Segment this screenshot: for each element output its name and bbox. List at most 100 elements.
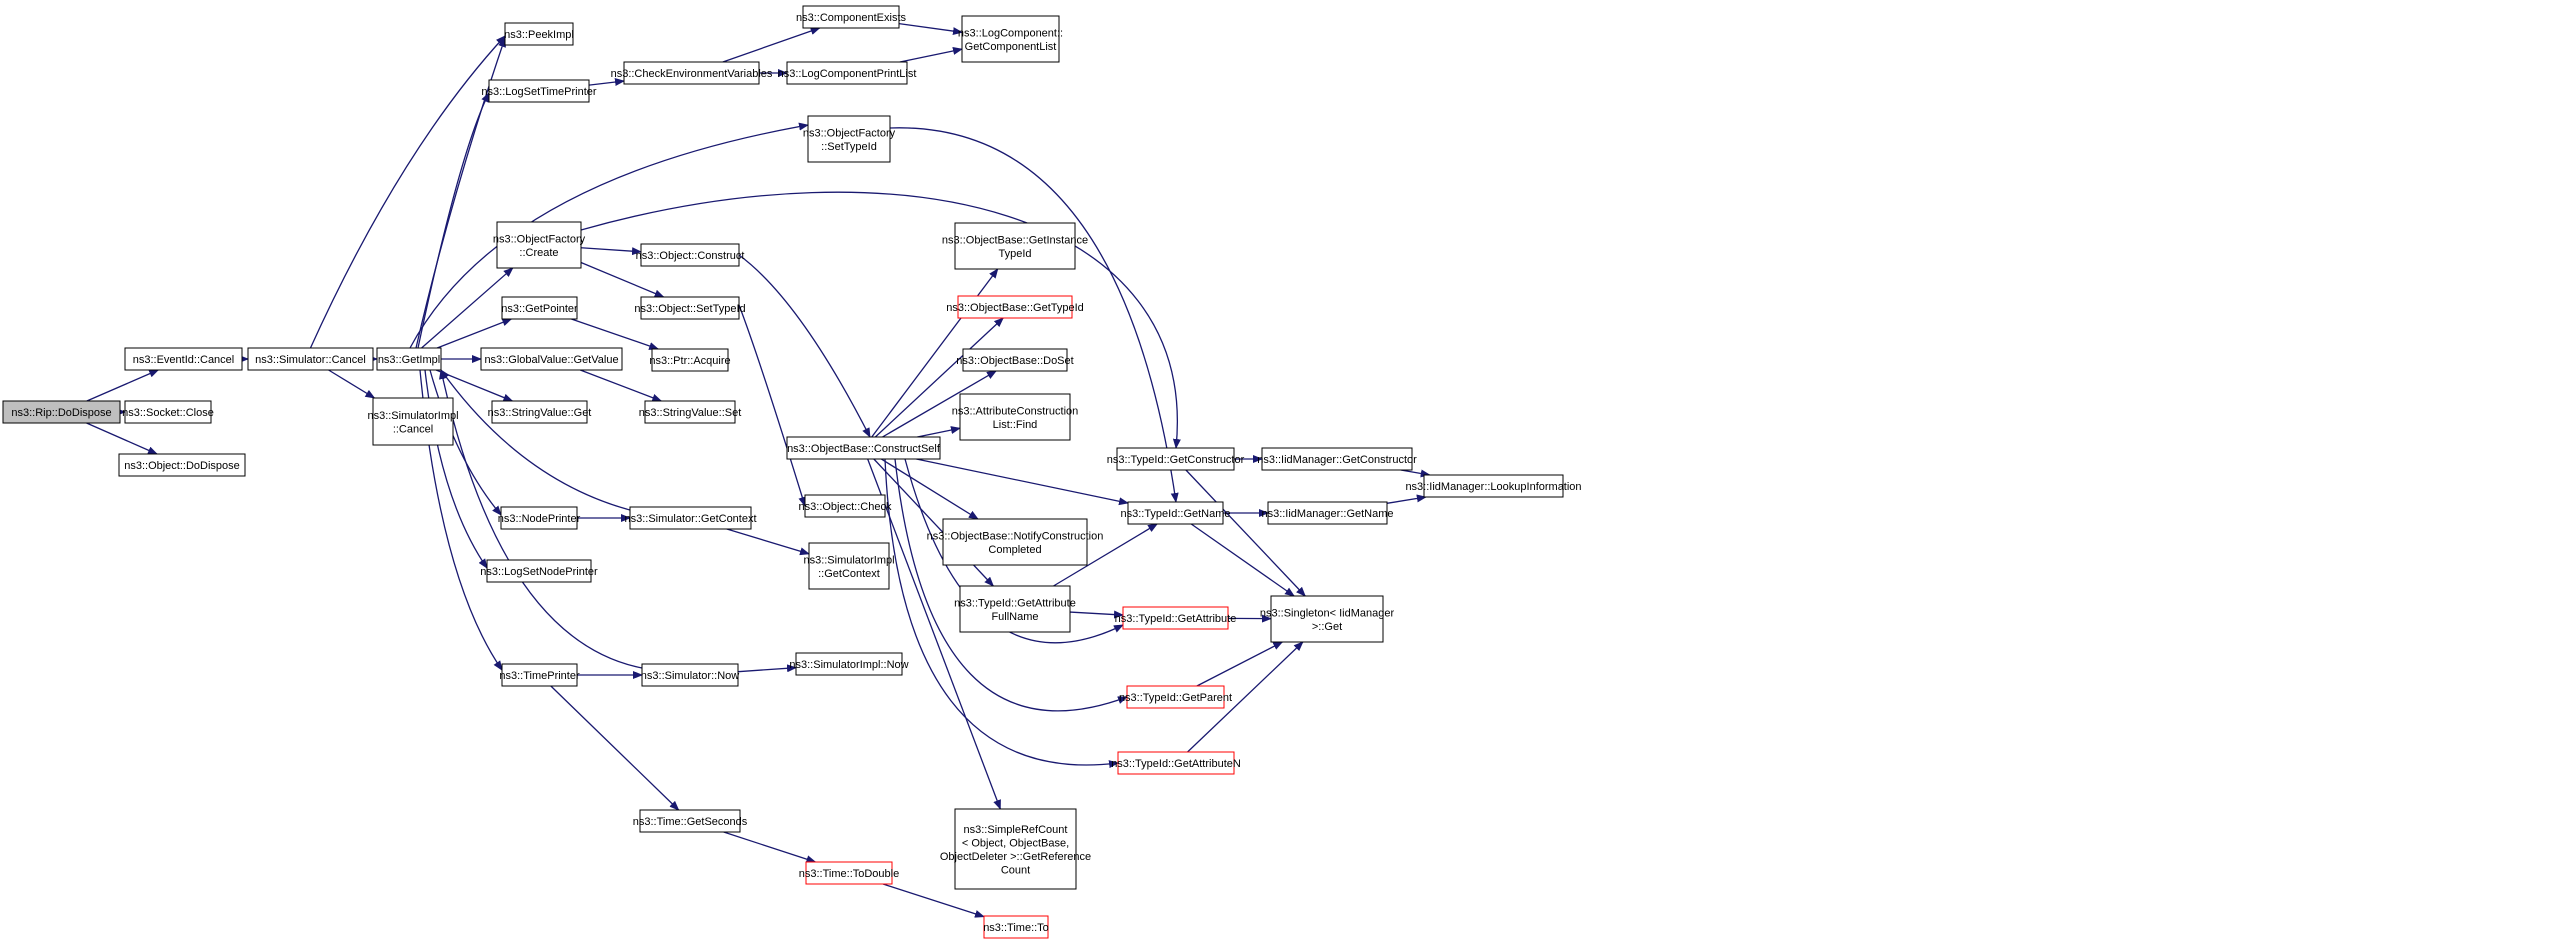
node-label: ns3::ObjectBase::NotifyConstruction bbox=[927, 530, 1104, 542]
node-ptr-acquire[interactable]: ns3::Ptr::Acquire bbox=[649, 348, 731, 372]
node-typeid-getname[interactable]: ns3::TypeId::GetName bbox=[1120, 501, 1231, 525]
node-objectbase-constructself[interactable]: ns3::ObjectBase::ConstructSelf bbox=[786, 436, 941, 460]
node-box bbox=[641, 663, 739, 687]
node-box bbox=[983, 915, 1049, 939]
node-box bbox=[247, 347, 374, 371]
node-label: ns3::Object::Check bbox=[799, 501, 892, 513]
node-object-settypeid[interactable]: ns3::Object::SetTypeId bbox=[634, 296, 746, 320]
node-label: ns3::ObjectBase::ConstructSelf bbox=[787, 443, 941, 455]
node-timeprinter[interactable]: ns3::TimePrinter bbox=[499, 663, 580, 687]
node-label: ns3::Object::SetTypeId bbox=[634, 303, 745, 315]
node-box bbox=[480, 347, 623, 371]
edge-getpointer-to-ptr_acquire bbox=[571, 318, 660, 350]
node-logsettimeprinter[interactable]: ns3::LogSetTimePrinter bbox=[481, 79, 597, 103]
node-label: ns3::TypeId::GetParent bbox=[1119, 692, 1232, 704]
node-simulator-getcontext[interactable]: ns3::Simulator::GetContext bbox=[624, 506, 757, 530]
node-objectbase-notifyconstructioncompleted[interactable]: ns3::ObjectBase::NotifyConstructionCompl… bbox=[927, 518, 1104, 566]
node-simulatorimpl-cancel[interactable]: ns3::SimulatorImpl::Cancel bbox=[367, 397, 459, 446]
node-label: ns3::Object::Construct bbox=[636, 250, 745, 262]
node-label: ns3::EventId::Cancel bbox=[133, 354, 235, 366]
node-objectfactory-settypeid[interactable]: ns3::ObjectFactory::SetTypeId bbox=[803, 115, 896, 163]
node-box bbox=[1126, 685, 1225, 709]
node-time-getseconds[interactable]: ns3::Time::GetSeconds bbox=[633, 809, 748, 833]
node-getimpl[interactable]: ns3::GetImpl bbox=[376, 347, 442, 371]
edge-object_settypeid-to-object_check bbox=[738, 304, 807, 507]
node-singleton-get[interactable]: ns3::Singleton< IidManager>::Get bbox=[1260, 595, 1395, 643]
node-box bbox=[1127, 501, 1224, 525]
node-time-todouble[interactable]: ns3::Time::ToDouble bbox=[799, 861, 899, 885]
node-objectbase-doset[interactable]: ns3::ObjectBase::DoSet bbox=[956, 348, 1074, 372]
node-getpointer[interactable]: ns3::GetPointer bbox=[501, 296, 578, 320]
edge-rip_dodispose-to-eventid_cancel bbox=[86, 369, 160, 402]
node-label: ns3::NodePrinter bbox=[498, 513, 581, 525]
node-box bbox=[786, 436, 941, 460]
node-peekimpl[interactable]: ns3::PeekImpl bbox=[504, 22, 574, 46]
node-logsetnodeprinter[interactable]: ns3::LogSetNodePrinter bbox=[480, 559, 598, 583]
node-nodeprinter[interactable]: ns3::NodePrinter bbox=[498, 506, 581, 530]
edge-objectbase_constructself-to-typeid_getparent bbox=[894, 458, 1128, 712]
node-iidmanager-getname[interactable]: ns3::IidManager::GetName bbox=[1261, 501, 1394, 525]
node-simplerefcount-getreferencecount[interactable]: ns3::SimpleRefCount< Object, ObjectBase,… bbox=[940, 808, 1091, 890]
node-componentexists[interactable]: ns3::ComponentExists bbox=[796, 5, 907, 29]
edge-object_construct-to-objectbase_constructself bbox=[738, 254, 871, 438]
node-label: ns3::ObjectBase::GetInstance bbox=[942, 234, 1088, 246]
node-simulator-now[interactable]: ns3::Simulator::Now bbox=[641, 663, 739, 687]
node-box bbox=[2, 400, 121, 424]
node-logcomponentprintlist[interactable]: ns3::LogComponentPrintList bbox=[778, 61, 917, 85]
edge-typeid_getattributen-to-singleton_get bbox=[1187, 641, 1304, 753]
node-label: ns3::GetImpl bbox=[378, 354, 440, 366]
edge-iidmanager_getconstructor-to-iidmanager_lookupinformation bbox=[1400, 469, 1431, 478]
node-typeid-getattributen[interactable]: ns3::TypeId::GetAttributeN bbox=[1111, 751, 1241, 775]
node-label: ::GetContext bbox=[818, 568, 880, 580]
node-typeid-getattribute[interactable]: ns3::TypeId::GetAttribute bbox=[1115, 606, 1237, 630]
node-object-construct[interactable]: ns3::Object::Construct bbox=[636, 243, 745, 267]
node-box bbox=[488, 79, 590, 103]
edge-time_getseconds-to-time_todouble bbox=[723, 831, 817, 864]
node-typeid-getparent[interactable]: ns3::TypeId::GetParent bbox=[1119, 685, 1232, 709]
node-box bbox=[954, 222, 1076, 270]
edge-getimpl-to-logsettimeprinter bbox=[417, 92, 490, 349]
node-stringvalue-get[interactable]: ns3::StringValue::Get bbox=[488, 400, 592, 424]
node-box bbox=[1117, 751, 1235, 775]
edge-typeid_getconstructor-to-singleton_get bbox=[1185, 469, 1306, 597]
node-label: ns3::LogSetTimePrinter bbox=[481, 86, 596, 98]
node-typeid-getconstructor[interactable]: ns3::TypeId::GetConstructor bbox=[1107, 447, 1245, 471]
node-rip-dodispose: ns3::Rip::DoDispose bbox=[2, 400, 121, 424]
node-iidmanager-lookupinformation[interactable]: ns3::IidManager::LookupInformation bbox=[1405, 474, 1582, 498]
edge-simulator_getcontext-to-getimpl bbox=[440, 369, 631, 511]
node-label: ns3::SimulatorImpl::Now bbox=[789, 659, 908, 671]
node-globalvalue-getvalue[interactable]: ns3::GlobalValue::GetValue bbox=[480, 347, 623, 371]
node-box bbox=[640, 296, 740, 320]
node-simulatorimpl-now[interactable]: ns3::SimulatorImpl::Now bbox=[789, 652, 909, 676]
edge-simulator_cancel-to-peekimpl bbox=[309, 35, 506, 350]
node-logcomponent-getcomponentlist[interactable]: ns3::LogComponent::GetComponentList bbox=[958, 15, 1063, 63]
node-object-check[interactable]: ns3::Object::Check bbox=[799, 494, 892, 518]
node-time-to[interactable]: ns3::Time::To bbox=[983, 915, 1049, 939]
node-label: ns3::Time::ToDouble bbox=[799, 868, 899, 880]
node-iidmanager-getconstructor[interactable]: ns3::IidManager::GetConstructor bbox=[1257, 447, 1417, 471]
node-eventid-cancel[interactable]: ns3::EventId::Cancel bbox=[124, 347, 243, 371]
node-label: ns3::PeekImpl bbox=[504, 29, 574, 41]
node-socket-close[interactable]: ns3::Socket::Close bbox=[122, 400, 214, 424]
edge-typeid_getattributefullname-to-typeid_getattribute bbox=[1069, 610, 1124, 619]
node-simulator-cancel[interactable]: ns3::Simulator::Cancel bbox=[247, 347, 374, 371]
node-object-dodispose[interactable]: ns3::Object::DoDispose bbox=[118, 453, 246, 477]
edge-getimpl-to-objectfactory_create bbox=[421, 267, 514, 349]
edge-rip_dodispose-to-object_dodispose bbox=[86, 422, 158, 455]
node-checkenvvars[interactable]: ns3::CheckEnvironmentVariables bbox=[611, 61, 773, 85]
node-objectbase-gettypeid[interactable]: ns3::ObjectBase::GetTypeId bbox=[946, 295, 1084, 319]
node-simulatorimpl-getcontext[interactable]: ns3::SimulatorImpl::GetContext bbox=[803, 542, 895, 590]
edge-objectbase_constructself-to-objectbase_notifyconstructioncompleted bbox=[880, 458, 979, 520]
node-box bbox=[372, 397, 454, 446]
edge-objectbase_constructself-to-attributeconstructionlist_find bbox=[917, 426, 961, 438]
node-stringvalue-set[interactable]: ns3::StringValue::Set bbox=[639, 400, 742, 424]
node-label: ::SetTypeId bbox=[821, 141, 877, 153]
node-label: ns3::GlobalValue::GetValue bbox=[484, 354, 618, 366]
node-box bbox=[124, 347, 243, 371]
node-objectfactory-create[interactable]: ns3::ObjectFactory::Create bbox=[493, 221, 586, 269]
node-label: ns3::LogSetNodePrinter bbox=[480, 566, 598, 578]
node-box bbox=[954, 808, 1077, 890]
